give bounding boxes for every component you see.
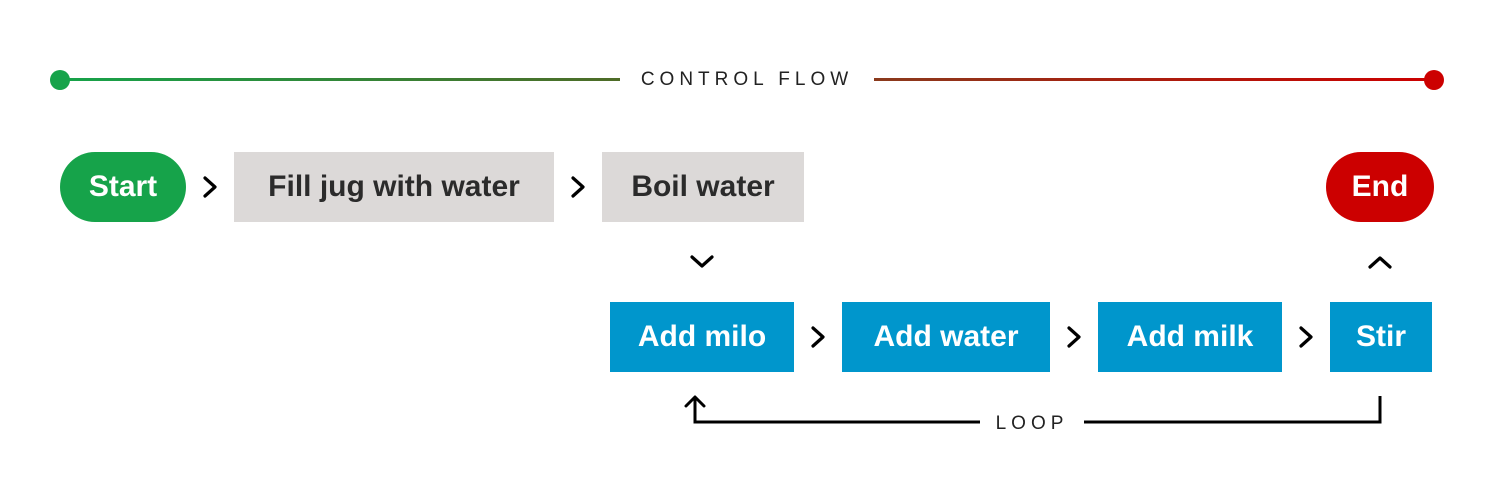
control-flow-line-right [874, 78, 1434, 81]
add-milk-step: Add milk [1098, 302, 1282, 372]
chevron-down-icon [690, 255, 714, 268]
loop-arrow-up-icon [684, 395, 706, 408]
end-node: End [1326, 152, 1434, 222]
chevron-right-icon [571, 176, 585, 198]
add-water-step: Add water [842, 302, 1050, 372]
chevron-up-icon [1368, 256, 1392, 269]
loop-label: LOOP [995, 413, 1069, 434]
chevron-right-icon [1299, 326, 1313, 348]
boil-water-step: Boil water [602, 152, 804, 222]
fill-jug-step: Fill jug with water [234, 152, 554, 222]
control-flow-label: CONTROL FLOW [640, 69, 854, 90]
start-node: Start [60, 152, 186, 222]
loop-connector [684, 395, 1382, 424]
chevron-right-icon [203, 176, 217, 198]
flow-start-dot [50, 70, 70, 90]
chevron-right-icon [811, 326, 825, 348]
chevron-right-icon [1067, 326, 1081, 348]
add-milo-step: Add milo [610, 302, 794, 372]
stir-step: Stir [1330, 302, 1432, 372]
control-flow-line-left [60, 78, 620, 81]
flow-end-dot [1424, 70, 1444, 90]
